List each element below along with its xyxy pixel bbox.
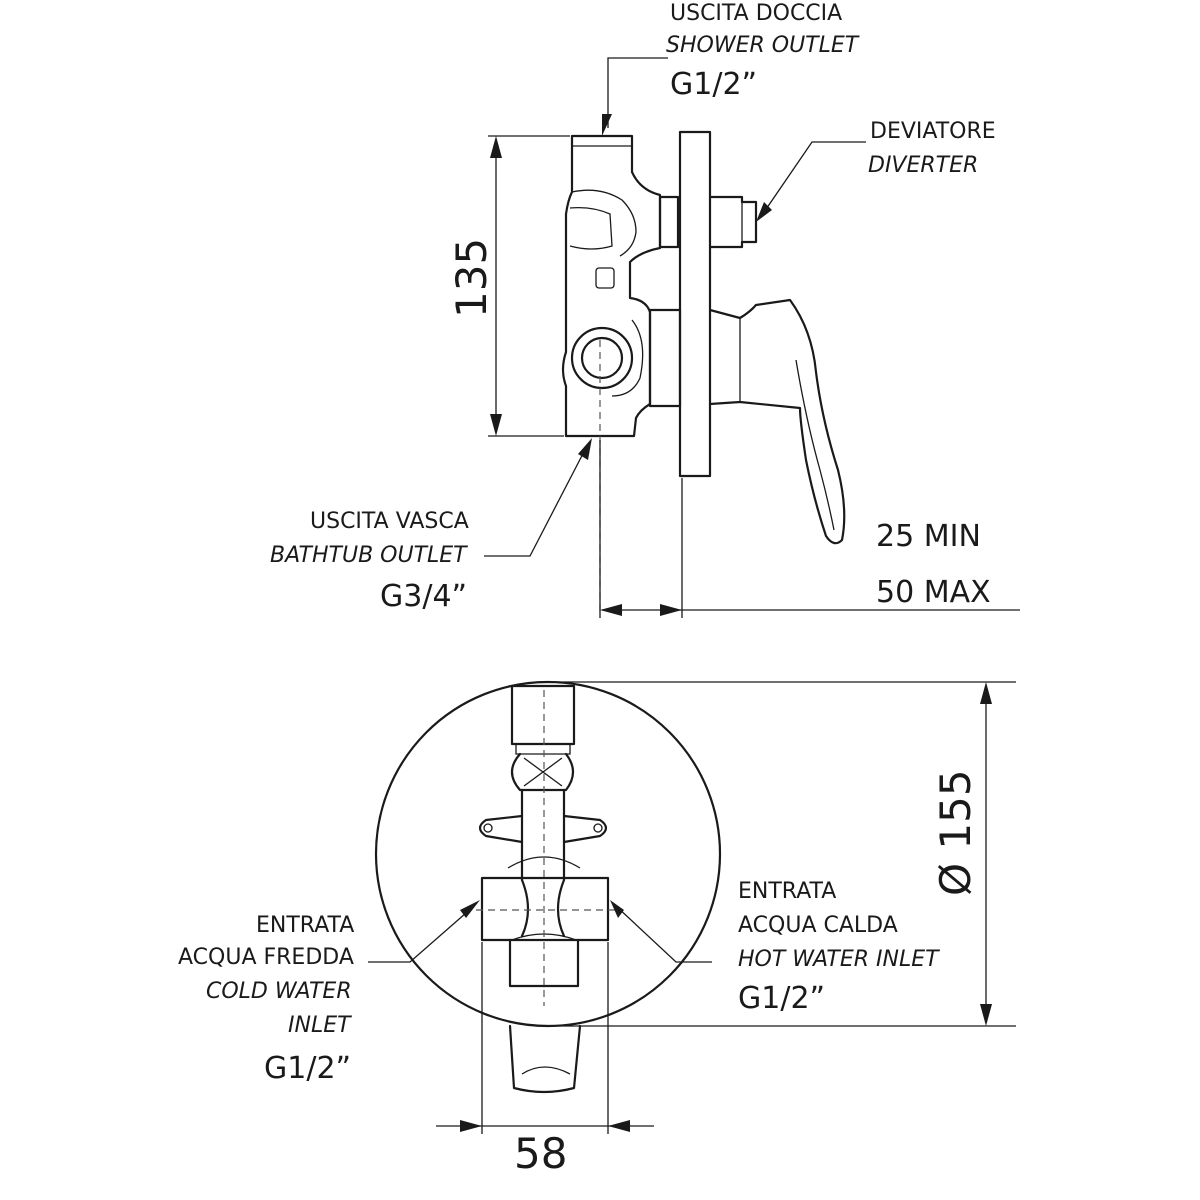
lever-handle <box>708 298 846 545</box>
cold-leader-arrow <box>460 900 480 918</box>
cartridge <box>648 308 682 408</box>
shower-leader <box>607 57 668 128</box>
dia-arrow-bottom <box>980 1004 992 1026</box>
diverter-knob <box>708 195 758 249</box>
cold-size: G1/2” <box>264 1051 351 1086</box>
ear-hole-left <box>483 823 493 833</box>
cold-label-it-2: ACQUA FREDDA <box>178 945 354 970</box>
hot-size: G1/2” <box>738 981 825 1016</box>
dim-height: 135 <box>447 238 496 318</box>
stem <box>520 788 566 882</box>
top-bulb <box>510 752 575 792</box>
diverter-leader-arrow <box>756 202 772 222</box>
dim-width: 58 <box>514 1129 567 1178</box>
top-outlet <box>510 684 576 746</box>
body-detail-2 <box>569 206 613 250</box>
dim-135-arrow-bottom <box>490 414 502 436</box>
inlet-body <box>480 876 610 942</box>
lever-highlight <box>795 359 835 531</box>
hot-label-en: HOT WATER INLET <box>738 947 940 972</box>
bath-size: G3/4” <box>380 579 467 614</box>
depth-arrow-left <box>600 604 622 616</box>
bath-leader-arrow <box>578 438 592 460</box>
depth-max: 50 MAX <box>876 575 991 610</box>
bath-outlet-bore <box>580 336 624 380</box>
cold-leader <box>368 905 475 963</box>
dim-diameter: Ø 155 <box>931 769 980 896</box>
bath-label-it: USCITA VASCA <box>310 509 469 534</box>
bath-outlet-ring <box>570 326 634 390</box>
small-slot <box>595 267 615 289</box>
top-outlet-thread <box>515 744 571 755</box>
cover-plate-round <box>374 680 722 1028</box>
shower-size: G1/2” <box>670 67 757 102</box>
shower-label-en: SHOWER OUTLET <box>666 33 860 58</box>
mounting-ears <box>478 814 608 844</box>
cold-label-en-2: INLET <box>288 1013 352 1038</box>
diverter-leader <box>759 141 866 219</box>
body-detail <box>571 189 637 257</box>
cold-label-en-1: COLD WATER <box>206 979 352 1004</box>
top-bulb-cross <box>523 757 563 787</box>
lever-front <box>508 1024 582 1094</box>
lower-outlet <box>508 938 580 988</box>
w-arrow-right <box>608 1120 630 1132</box>
bath-detail <box>611 319 644 397</box>
inlet-waist <box>520 878 566 938</box>
ear-hole-right <box>593 823 603 833</box>
dia-arrow-top <box>980 682 992 704</box>
w-arrow-left <box>460 1120 482 1132</box>
hot-label-it-2: ACQUA CALDA <box>738 913 898 938</box>
lever-front-detail <box>521 1066 571 1075</box>
bath-label-en: BATHTUB OUTLET <box>270 543 468 568</box>
shower-leader-arrow <box>602 114 612 136</box>
front-view: Ø 155 58 ENTRATA ACQUA FREDDA COLD WATER… <box>178 680 1016 1178</box>
body-arc <box>507 856 581 869</box>
cover-plate <box>678 130 712 478</box>
shower-label-it: USCITA DOCCIA <box>670 1 842 26</box>
hot-leader-arrow <box>610 900 624 918</box>
cold-label-it-1: ENTRATA <box>256 913 354 938</box>
diverter-connection <box>658 195 680 249</box>
bath-leader <box>484 443 589 557</box>
depth-min: 25 MIN <box>876 519 981 554</box>
side-view: 135 25 MIN 50 MAX USCITA DOCCIA SHOWER O… <box>270 1 1020 618</box>
dim-135-arrow-top <box>490 136 502 158</box>
hot-label-it-1: ENTRATA <box>738 879 836 904</box>
hot-leader <box>615 905 712 963</box>
diverter-label-it: DEVIATORE <box>870 119 996 144</box>
diverter-label-en: DIVERTER <box>868 153 978 178</box>
valve-body <box>561 134 662 438</box>
depth-arrow-right <box>660 604 682 616</box>
